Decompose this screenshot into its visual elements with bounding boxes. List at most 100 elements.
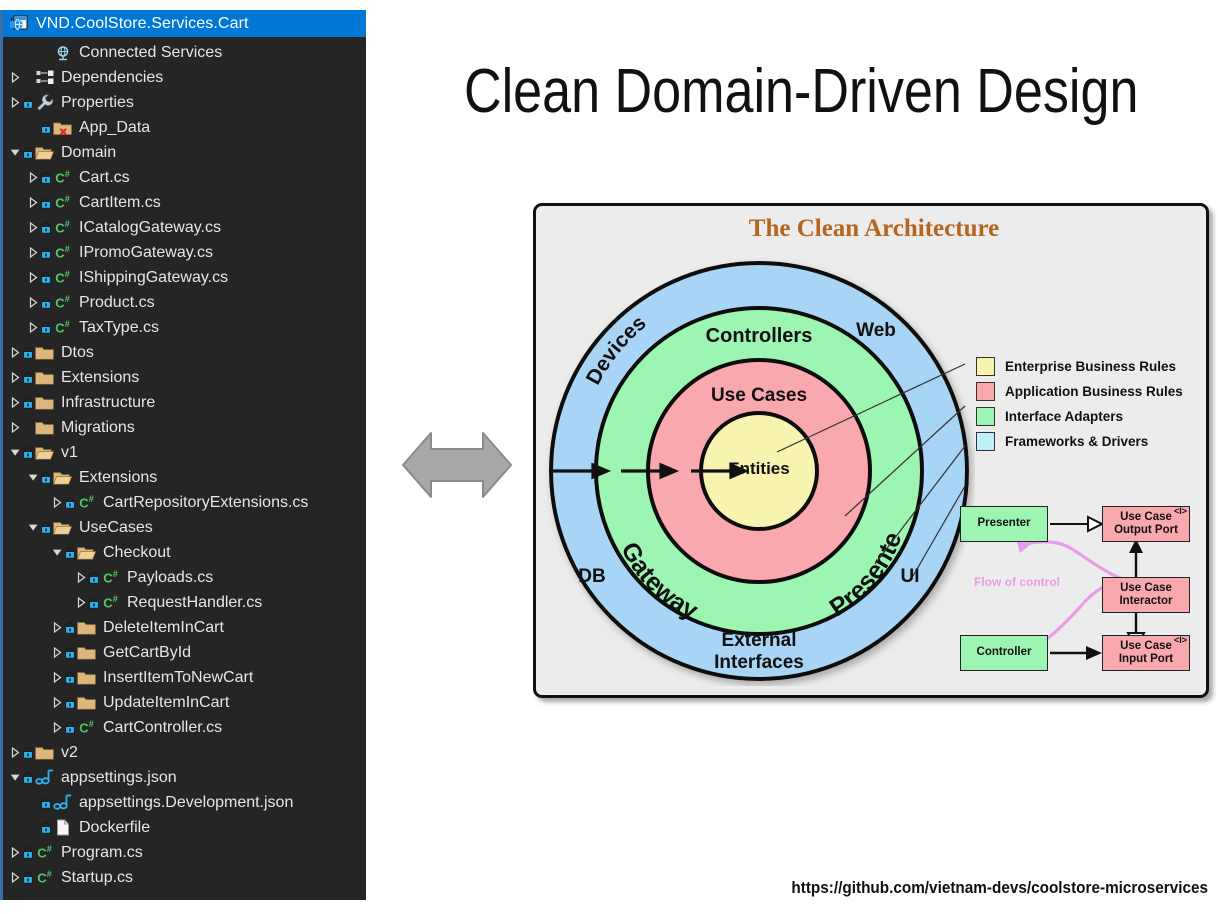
tree-item-ishippinggateway-cs[interactable]: C#IShippingGateway.cs: [3, 265, 366, 290]
csharp-icon: C#: [103, 594, 118, 611]
lock-icon: [88, 596, 99, 609]
wrench-icon: [35, 90, 54, 115]
tree-item-requesthandler-cs[interactable]: C#RequestHandler.cs: [3, 590, 366, 615]
tree-item-properties[interactable]: Properties: [3, 90, 366, 115]
chevron-right-icon[interactable]: [9, 740, 22, 765]
tree-item-icataloggateway-cs[interactable]: C#ICatalogGateway.cs: [3, 215, 366, 240]
chevron-down-icon[interactable]: [27, 465, 40, 490]
tree-item-label: Extensions: [61, 368, 140, 386]
tree-item-cartitem-cs[interactable]: C#CartItem.cs: [3, 190, 366, 215]
tree-item-extensions[interactable]: Extensions: [3, 365, 366, 390]
solution-explorer-titlebar[interactable]: VND.CoolStore.Services.Cart: [3, 10, 366, 37]
chevron-right-icon[interactable]: [9, 415, 22, 440]
chevron-right-icon[interactable]: [51, 640, 64, 665]
chevron-down-icon[interactable]: [51, 540, 64, 565]
tree-item-updateitemincart[interactable]: UpdateItemInCart: [3, 690, 366, 715]
folder-icon: [35, 740, 54, 765]
legend-item: Application Business Rules: [976, 379, 1206, 404]
lock-icon: [88, 571, 99, 584]
chevron-right-icon[interactable]: [27, 190, 40, 215]
tree-item-label: Dependencies: [61, 68, 164, 86]
csharp-icon: C#: [79, 494, 94, 511]
tree-item-cartcontroller-cs[interactable]: C#CartController.cs: [3, 715, 366, 740]
legend-label: Interface Adapters: [1005, 409, 1124, 424]
flow-box-label: Use Case Interactor: [1119, 581, 1173, 607]
tree-item-getcartbyid[interactable]: GetCartById: [3, 640, 366, 665]
chevron-right-icon[interactable]: [9, 90, 22, 115]
chevron-right-icon[interactable]: [9, 340, 22, 365]
tree-item-domain[interactable]: Domain: [3, 140, 366, 165]
flow-box-label: Controller: [976, 646, 1032, 659]
tree-item-label: TaxType.cs: [79, 318, 160, 336]
legend: Enterprise Business Rules Application Bu…: [976, 354, 1206, 454]
tree-item-app-data[interactable]: App_Data: [3, 115, 366, 140]
tree-item-v2[interactable]: v2: [3, 740, 366, 765]
chevron-right-icon[interactable]: [27, 165, 40, 190]
folder-icon: [35, 365, 54, 390]
tree-item-label: Checkout: [103, 543, 171, 561]
chevron-right-icon[interactable]: [27, 290, 40, 315]
tree-item-dockerfile[interactable]: Dockerfile: [3, 815, 366, 840]
chevron-right-icon[interactable]: [51, 690, 64, 715]
chevron-right-icon[interactable]: [27, 240, 40, 265]
chevron-placeholder: [27, 115, 40, 140]
chevron-right-icon[interactable]: [51, 665, 64, 690]
repository-url[interactable]: https://github.com/vietnam-devs/coolstor…: [791, 878, 1208, 897]
tree-item-label: App_Data: [79, 118, 151, 136]
tree-item-deleteitemincart[interactable]: DeleteItemInCart: [3, 615, 366, 640]
tree-item-product-cs[interactable]: C#Product.cs: [3, 290, 366, 315]
chevron-right-icon[interactable]: [27, 265, 40, 290]
folder-open-icon: [53, 465, 72, 490]
tree-item-insertitemtonewcart[interactable]: InsertItemToNewCart: [3, 665, 366, 690]
tree-item-label: Extensions: [79, 468, 158, 486]
csharp-icon: C#: [37, 844, 52, 861]
chevron-right-icon[interactable]: [9, 365, 22, 390]
tree-item-cartrepositoryextensions-cs[interactable]: C#CartRepositoryExtensions.cs: [3, 490, 366, 515]
chevron-right-icon[interactable]: [51, 715, 64, 740]
chevron-down-icon[interactable]: [9, 440, 22, 465]
tree-item-label: Product.cs: [79, 293, 155, 311]
chevron-right-icon[interactable]: [51, 615, 64, 640]
tree-item-appsettings-development-json[interactable]: appsettings.Development.json: [3, 790, 366, 815]
tree-item-connected-services[interactable]: Connected Services: [3, 40, 366, 65]
chevron-right-icon[interactable]: [27, 315, 40, 340]
tree-item-startup-cs[interactable]: C#Startup.cs: [3, 865, 366, 890]
chevron-down-icon[interactable]: [9, 765, 22, 790]
tree-item-appsettings-json[interactable]: appsettings.json: [3, 765, 366, 790]
lock-icon: [22, 446, 33, 459]
chevron-right-icon[interactable]: [27, 215, 40, 240]
csharp-icon: C#: [55, 319, 70, 336]
tree-item-dependencies[interactable]: Dependencies: [3, 65, 366, 90]
tree-item-infrastructure[interactable]: Infrastructure: [3, 390, 366, 415]
tree-item-label: Program.cs: [61, 843, 143, 861]
tree-item-payloads-cs[interactable]: C#Payloads.cs: [3, 565, 366, 590]
tree-item-cart-cs[interactable]: C#Cart.cs: [3, 165, 366, 190]
csharp-icon: C#: [55, 219, 70, 236]
lock-icon: [22, 396, 33, 409]
tree-item-program-cs[interactable]: C# Program.cs: [3, 840, 366, 865]
tree-item-ipromogateway-cs[interactable]: C#IPromoGateway.cs: [3, 240, 366, 265]
chevron-right-icon[interactable]: [9, 865, 22, 890]
tree-item-dtos[interactable]: Dtos: [3, 340, 366, 365]
interface-marker: <I>: [1173, 506, 1187, 516]
chevron-right-icon[interactable]: [9, 65, 22, 90]
chevron-down-icon[interactable]: [27, 515, 40, 540]
tree-item-v1[interactable]: v1: [3, 440, 366, 465]
tree-item-extensions[interactable]: Extensions: [3, 465, 366, 490]
tree-item-taxtype-cs[interactable]: C# TaxType.cs: [3, 315, 366, 340]
tree-item-usecases[interactable]: UseCases: [3, 515, 366, 540]
chevron-right-icon[interactable]: [9, 840, 22, 865]
chevron-right-icon[interactable]: [75, 590, 88, 615]
tree-item-checkout[interactable]: Checkout: [3, 540, 366, 565]
tree-item-label: UpdateItemInCart: [103, 693, 230, 711]
legend-swatch-application-business-rules: [976, 382, 995, 401]
chevron-right-icon[interactable]: [51, 490, 64, 515]
chevron-right-icon[interactable]: [75, 565, 88, 590]
tree-item-label: IShippingGateway.cs: [79, 268, 229, 286]
chevron-right-icon[interactable]: [9, 390, 22, 415]
lock-icon: [64, 496, 75, 509]
tree-item-migrations[interactable]: Migrations: [3, 415, 366, 440]
chevron-down-icon[interactable]: [9, 140, 22, 165]
lock-icon: [40, 121, 51, 134]
